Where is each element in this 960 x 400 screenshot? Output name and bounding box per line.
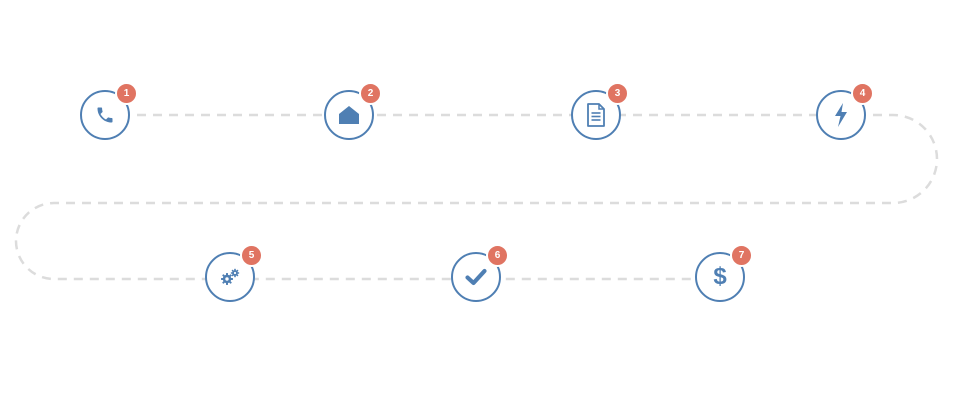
- step-number-badge: 4: [851, 82, 874, 105]
- step-number-badge: 2: [359, 82, 382, 105]
- step-number-badge: 3: [606, 82, 629, 105]
- step-5[interactable]: 5: [205, 244, 263, 302]
- step-7[interactable]: $ 7: [695, 244, 753, 302]
- step-number-badge: 1: [115, 82, 138, 105]
- phone-icon: [95, 105, 115, 125]
- step-number-badge: 7: [730, 244, 753, 267]
- home-icon: [338, 105, 360, 125]
- step-1[interactable]: 1: [80, 82, 138, 140]
- lightning-icon: [834, 103, 848, 127]
- step-3[interactable]: 3: [571, 82, 629, 140]
- step-number-badge: 5: [240, 244, 263, 267]
- gears-icon: [220, 268, 240, 286]
- document-icon: [586, 103, 606, 127]
- step-number-badge: 6: [486, 244, 509, 267]
- step-2[interactable]: 2: [324, 82, 382, 140]
- step-6[interactable]: 6: [451, 244, 509, 302]
- checkmark-icon: [465, 268, 487, 286]
- step-4[interactable]: 4: [816, 82, 874, 140]
